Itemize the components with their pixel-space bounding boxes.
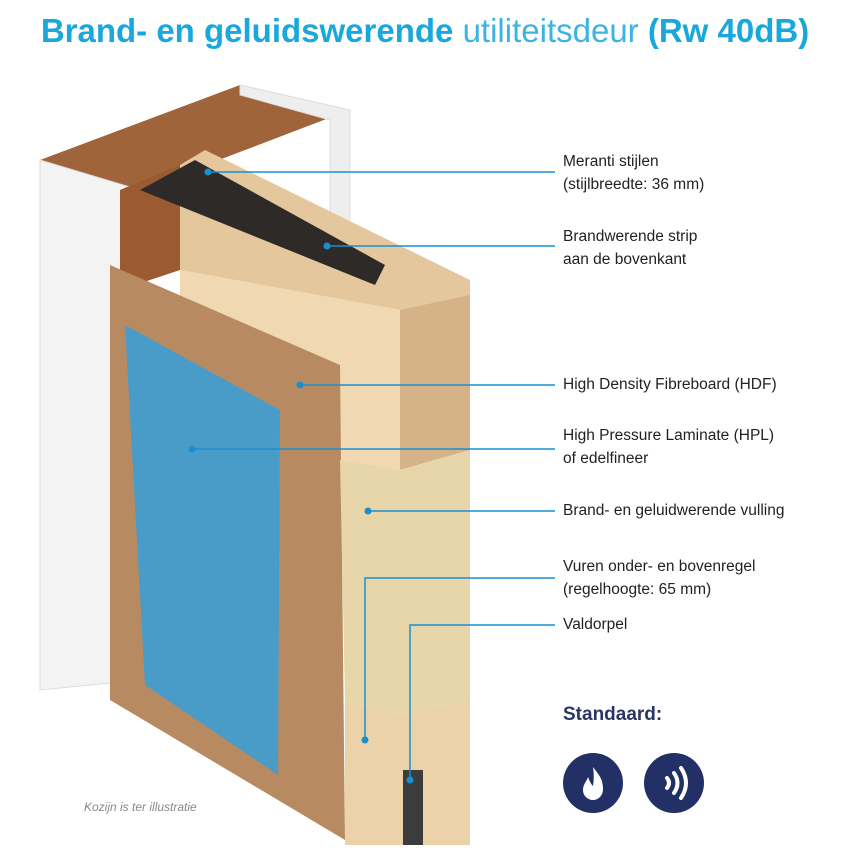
label-drop-seal: Valdorpel (563, 616, 628, 633)
callout-lines (192, 171, 555, 780)
wood-face (400, 295, 470, 470)
sound-icon (644, 753, 704, 813)
illustration-note: Kozijn is ter illustratie (84, 800, 197, 814)
callout-dots (188, 168, 414, 784)
frame-top (40, 85, 350, 190)
fire-icon (563, 753, 623, 813)
drop-seal (403, 770, 423, 845)
label-meranti: Meranti stijlen(stijlbreedte: 36 mm) (563, 153, 705, 193)
standard-heading: Standaard: (563, 704, 663, 725)
top-rail (180, 150, 470, 310)
hpl-layer (125, 325, 280, 775)
page-title: Brand- en geluidswerende utiliteitsdeur … (40, 12, 810, 49)
label-rails: Vuren onder- en bovenregel(regelhoogte: … (563, 558, 756, 598)
label-hpl: High Pressure Laminate (HPL)of edelfinee… (563, 427, 775, 467)
label-hdf: High Density Fibreboard (HDF) (563, 376, 777, 393)
fire-strip (140, 160, 385, 285)
label-filling: Brand- en geluidwerende vulling (563, 502, 785, 519)
filling (340, 450, 470, 715)
